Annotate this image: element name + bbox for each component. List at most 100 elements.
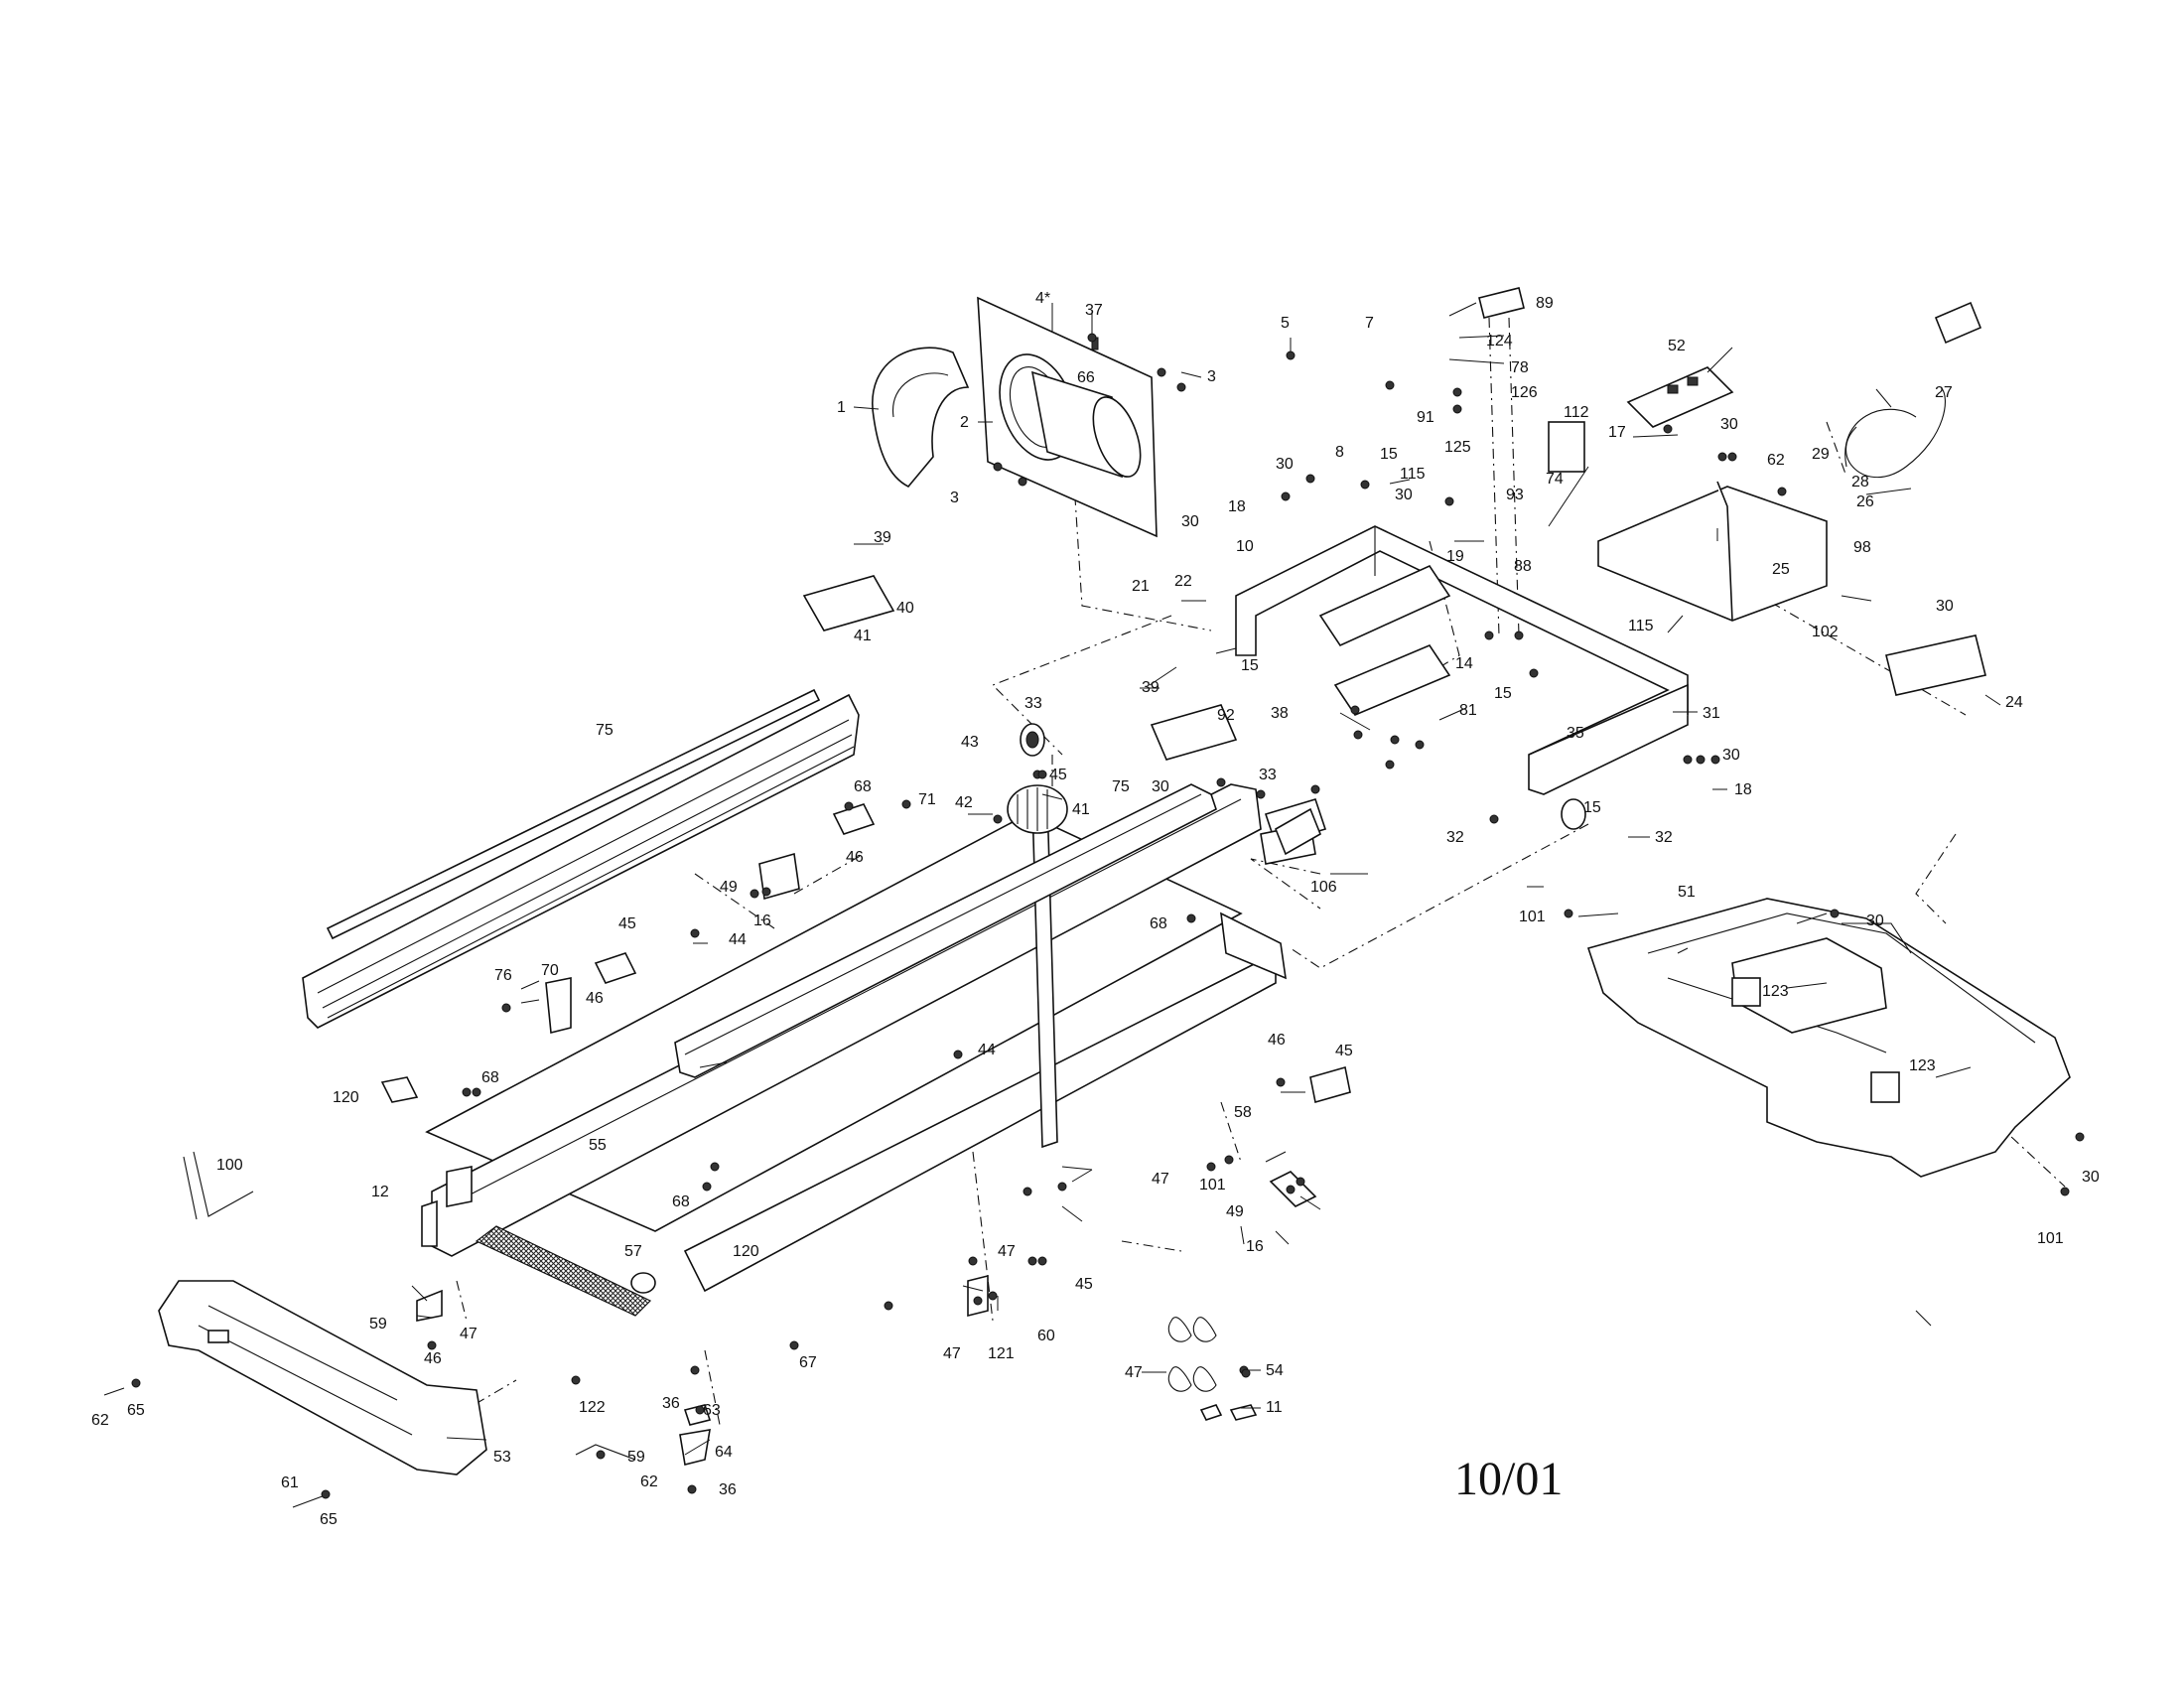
- callout-label: 78: [1511, 359, 1529, 376]
- callout-label: 18: [1228, 498, 1246, 515]
- callout-label: 16: [753, 912, 771, 929]
- callout-label: 101: [2037, 1230, 2064, 1247]
- callout-label: 66: [1077, 369, 1095, 386]
- fasteners: [131, 333, 2085, 1499]
- hood: [1586, 898, 2071, 1178]
- callout-label: 75: [1112, 778, 1130, 795]
- callout-label: 30: [1395, 487, 1413, 503]
- callout-label: 100: [216, 1157, 243, 1174]
- callout-label: 28: [1851, 474, 1869, 491]
- callout-label: 17: [1608, 424, 1626, 441]
- callout-label: 46: [424, 1350, 442, 1367]
- callout-label: 36: [719, 1481, 737, 1498]
- callout-label: 36: [662, 1395, 680, 1412]
- callout-label: 30: [1720, 416, 1738, 433]
- callout-label: 19: [1446, 548, 1464, 565]
- callout-label: 39: [1142, 679, 1160, 696]
- callout-label: 30: [1722, 747, 1740, 764]
- callout-label: 41: [1072, 801, 1090, 818]
- callout-label: 62: [91, 1412, 109, 1429]
- callout-label: 46: [846, 849, 864, 866]
- callout-label: 65: [127, 1402, 145, 1419]
- callout-label: 120: [333, 1089, 359, 1106]
- mat: [475, 1225, 652, 1317]
- callout-label: 46: [586, 990, 604, 1007]
- callout-label: 12: [371, 1184, 389, 1200]
- callout-label: 30: [1276, 456, 1294, 473]
- callout-label: 115: [1628, 618, 1654, 634]
- callout-label: 60: [1037, 1328, 1055, 1344]
- callout-label: 47: [943, 1345, 961, 1362]
- callout-label: 74: [1546, 471, 1564, 488]
- callout-label: 126: [1511, 384, 1538, 401]
- callout-label: 67: [799, 1354, 817, 1371]
- callout-label: 112: [1564, 404, 1589, 421]
- callout-label: 43: [961, 734, 979, 751]
- callout-label: 37: [1085, 302, 1103, 319]
- callout-label: 123: [1762, 983, 1789, 1000]
- callout-label: 24: [2005, 694, 2023, 711]
- callout-label: 16: [1246, 1238, 1264, 1255]
- callout-label: 51: [1678, 884, 1696, 901]
- callout-label: 125: [1444, 439, 1471, 456]
- callout-label: 3: [1207, 368, 1216, 385]
- callout-label: 53: [493, 1449, 511, 1466]
- callout-label: 33: [1024, 695, 1042, 712]
- callout-label: 15: [1583, 799, 1601, 816]
- assembly-lines: [456, 317, 2066, 1426]
- callout-label: 101: [1199, 1177, 1226, 1193]
- callout-label: 75: [596, 722, 614, 739]
- callout-label: 124: [1486, 333, 1513, 350]
- callout-label: 59: [369, 1316, 387, 1333]
- callout-label: 47: [998, 1243, 1016, 1260]
- callout-label: 49: [1226, 1203, 1244, 1220]
- upper-electronics: [1478, 287, 1986, 696]
- callout-label: 35: [1567, 725, 1584, 742]
- callout-label: 71: [918, 791, 936, 808]
- callout-label: 81: [1459, 702, 1477, 719]
- callout-label: 47: [460, 1326, 478, 1342]
- callout-label: 59: [627, 1449, 645, 1466]
- callout-label: 7: [1365, 315, 1374, 332]
- leader-lines: [103, 302, 2001, 1508]
- callout-label: 15: [1380, 446, 1398, 463]
- callout-label: 11: [1266, 1399, 1283, 1416]
- callout-label: 30: [1866, 912, 1884, 929]
- callout-label: 45: [1335, 1043, 1353, 1059]
- callout-label: 98: [1853, 539, 1871, 556]
- callout-label: 68: [854, 778, 872, 795]
- callout-label: 32: [1655, 829, 1673, 846]
- callout-label: 91: [1417, 409, 1434, 426]
- callout-label: 2: [960, 414, 969, 431]
- callout-label: 30: [1181, 513, 1199, 530]
- callout-label: 58: [1234, 1104, 1252, 1121]
- callout-label: 18: [1734, 781, 1752, 798]
- callout-label: 38: [1271, 705, 1289, 722]
- motor-assembly: [872, 296, 1158, 538]
- callout-label: 102: [1812, 624, 1839, 640]
- callout-label: 29: [1812, 446, 1830, 463]
- callout-label: 27: [1935, 384, 1953, 401]
- callout-label: 106: [1310, 879, 1337, 896]
- callout-label: 26: [1856, 493, 1874, 510]
- callout-label: 4*: [1035, 290, 1050, 307]
- main-frame: [1235, 525, 1689, 795]
- callout-label: 39: [874, 529, 891, 546]
- callout-label: 41: [854, 628, 872, 644]
- callout-label: 1: [837, 399, 846, 416]
- callout-labels: 4* 37 3 66 1 2 3 5 7 89 124 78 126 8 15 …: [91, 290, 2100, 1528]
- callout-label: 62: [640, 1474, 658, 1490]
- callout-label: 14: [1455, 655, 1473, 672]
- callout-label: 8: [1335, 444, 1344, 461]
- callout-label: 3: [950, 490, 959, 506]
- callout-label: 123: [1909, 1057, 1936, 1074]
- callout-label: 64: [715, 1444, 733, 1461]
- treadmill-deck: [421, 783, 1287, 1294]
- callout-label: 45: [618, 915, 636, 932]
- callout-label: 120: [733, 1243, 759, 1260]
- left-side-rail: [302, 688, 860, 1029]
- callout-label: 10: [1236, 538, 1254, 555]
- callout-label: 61: [281, 1474, 299, 1491]
- callout-label: 122: [579, 1399, 606, 1416]
- callout-label: 32: [1446, 829, 1464, 846]
